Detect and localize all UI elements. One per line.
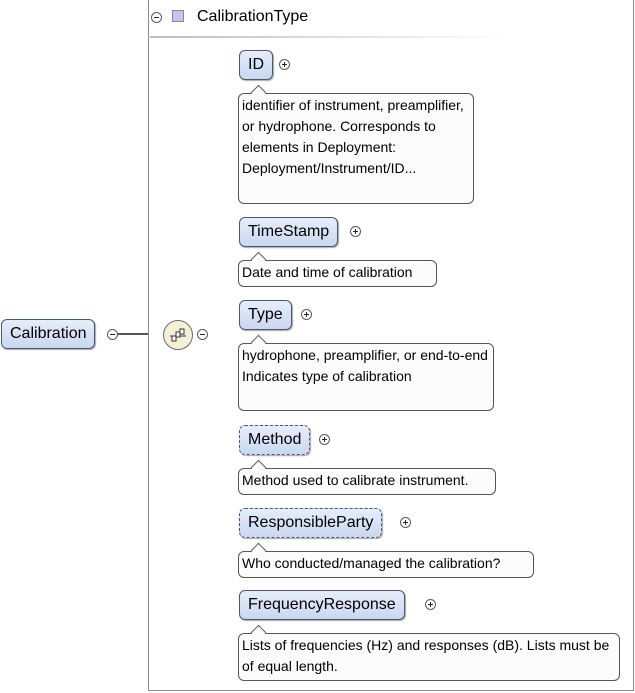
- collapse-sequence-toggle[interactable]: [197, 329, 208, 340]
- expand-method-toggle[interactable]: [319, 434, 330, 445]
- expand-responsibleparty-toggle[interactable]: [400, 517, 411, 528]
- sequence-compositor[interactable]: [163, 320, 193, 350]
- documentation-text: Date and time of calibration: [242, 264, 413, 280]
- documentation-method: Method used to calibrate instrument.: [238, 468, 496, 495]
- complex-type-name: CalibrationType: [197, 8, 309, 25]
- element-label: Method: [248, 431, 302, 448]
- element-frequencyresponse[interactable]: FrequencyResponse: [239, 590, 405, 620]
- element-label: Type: [248, 306, 283, 323]
- documentation-frequencyresponse: Lists of frequencies (Hz) and responses …: [238, 633, 620, 681]
- element-type[interactable]: Type: [239, 300, 292, 330]
- complex-type-icon: [172, 10, 184, 22]
- collapse-root-toggle[interactable]: [107, 329, 118, 340]
- element-label: TimeStamp: [248, 223, 330, 240]
- expand-type-toggle[interactable]: [301, 309, 312, 320]
- documentation-timestamp: Date and time of calibration: [238, 260, 437, 287]
- element-label: ResponsibleParty: [248, 514, 374, 531]
- documentation-text: hydrophone, preamplifier, or end-to-end …: [242, 347, 488, 384]
- element-id[interactable]: ID: [239, 50, 273, 80]
- documentation-text: identifier of instrument, preamplifier, …: [242, 97, 464, 176]
- root-element-calibration[interactable]: Calibration: [1, 319, 96, 349]
- element-timestamp[interactable]: TimeStamp: [239, 217, 339, 247]
- documentation-type: hydrophone, preamplifier, or end-to-end …: [238, 343, 494, 411]
- documentation-text: Who conducted/managed the calibration?: [242, 555, 501, 571]
- element-method[interactable]: Method: [239, 425, 311, 455]
- documentation-id: identifier of instrument, preamplifier, …: [238, 93, 474, 204]
- sequence-icon: [170, 328, 186, 342]
- expand-timestamp-toggle[interactable]: [350, 226, 361, 237]
- documentation-responsibleparty: Who conducted/managed the calibration?: [238, 551, 534, 578]
- documentation-text: Lists of frequencies (Hz) and responses …: [242, 637, 610, 674]
- element-label: FrequencyResponse: [248, 596, 396, 613]
- root-element-label: Calibration: [10, 325, 87, 342]
- expand-frequencyresponse-toggle[interactable]: [425, 599, 436, 610]
- collapse-type-toggle[interactable]: [151, 12, 162, 23]
- element-label: ID: [248, 56, 264, 73]
- expand-id-toggle[interactable]: [279, 59, 290, 70]
- type-header-separator: [150, 36, 510, 38]
- element-responsibleparty[interactable]: ResponsibleParty: [239, 508, 383, 538]
- documentation-text: Method used to calibrate instrument.: [242, 472, 469, 488]
